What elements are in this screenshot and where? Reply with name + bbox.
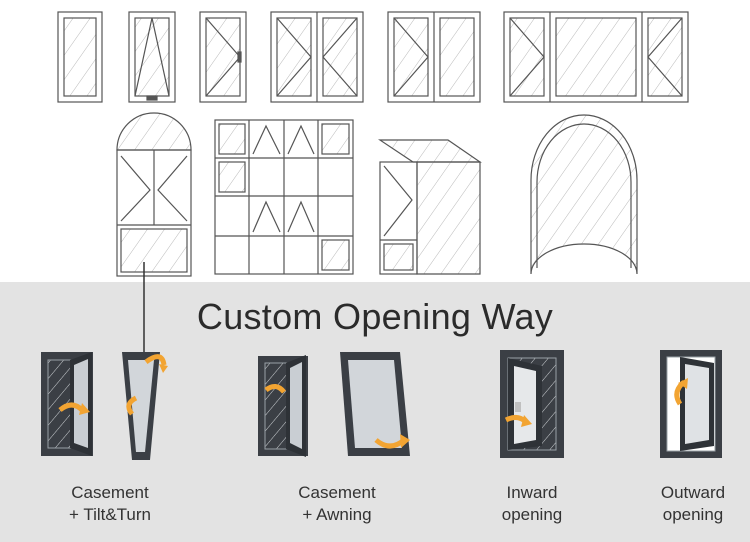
outward-opening-illustration xyxy=(660,350,722,458)
casement-awning-illustration xyxy=(258,352,410,457)
window-arched-french xyxy=(116,112,192,277)
casement-tilt-turn-illustration xyxy=(41,352,168,460)
caption-line-1: Outward xyxy=(660,483,726,502)
window-arched-fixed xyxy=(530,114,638,275)
inward-opening-illustration xyxy=(500,350,564,458)
caption-line-1: Casement xyxy=(298,483,376,502)
window-fixed xyxy=(57,11,103,103)
window-casement-double xyxy=(270,11,364,103)
caption-casement-awning: Casement + Awning xyxy=(262,482,412,526)
window-casement-plus-fixed xyxy=(387,11,481,103)
window-casement-single xyxy=(199,11,247,103)
caption-inward-opening: Inward opening xyxy=(457,482,607,526)
caption-line-2: + Tilt&Turn xyxy=(68,505,152,524)
window-triple-center-fixed xyxy=(503,11,689,103)
caption-line-2: opening xyxy=(501,505,563,524)
caption-line-1: Casement xyxy=(71,483,149,502)
window-corner-bay xyxy=(378,139,482,275)
section-title: Custom Opening Way xyxy=(196,296,554,337)
caption-line-1: Inward xyxy=(506,483,558,502)
caption-line-2: opening xyxy=(662,505,724,524)
window-awning-single xyxy=(128,11,176,103)
caption-casement-tilt-turn: Casement + Tilt&Turn xyxy=(35,482,185,526)
caption-line-2: + Awning xyxy=(302,505,372,524)
window-grid-wall xyxy=(214,119,354,275)
caption-outward-opening: Outward opening xyxy=(618,482,750,526)
